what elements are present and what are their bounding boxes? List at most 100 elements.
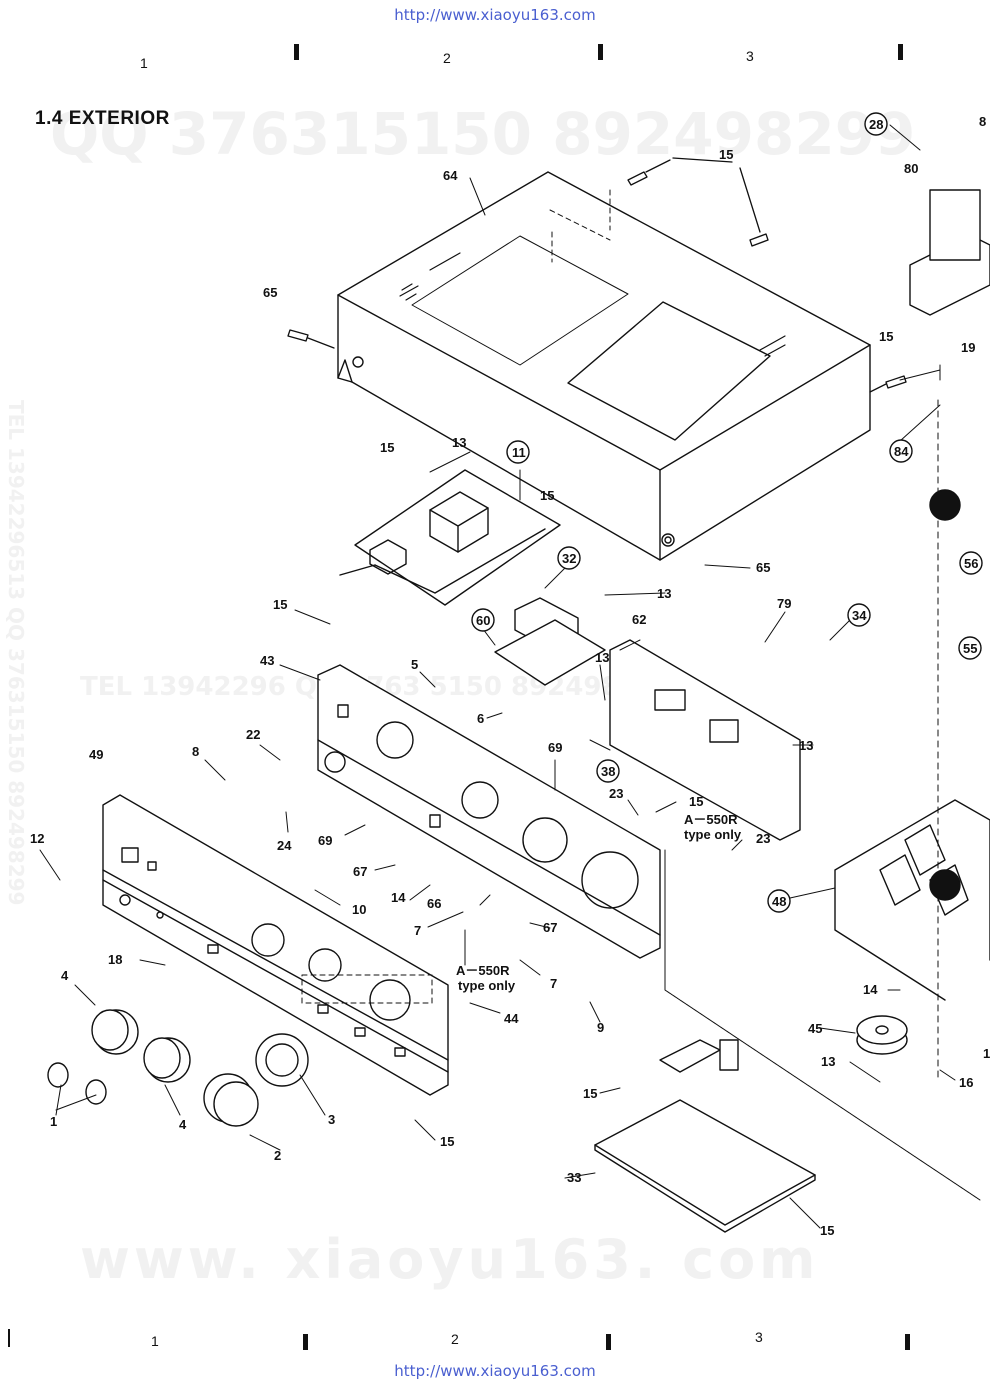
label-15: 15 [540,488,554,503]
zone-marker [905,1334,910,1350]
screw-15-top [287,157,907,393]
label-79: 79 [777,596,791,611]
label-13: 13 [657,586,671,601]
source-url-bottom: http://www.xiaoyu163.com [394,1362,596,1380]
circled-markers [471,112,983,913]
label-7: 7 [414,923,421,938]
marker-34 [847,603,871,627]
label-1: 1 [50,1114,57,1129]
label-24: 24 [277,838,292,853]
marker-28 [864,112,888,136]
source-url-top: http://www.xiaoyu163.com [394,6,596,24]
leader-lines [39,124,981,1229]
label-19: 19 [961,340,975,355]
zone-label-bottom-2: 2 [451,1331,459,1347]
zone-label-top-1: 1 [140,55,148,71]
label-67: 67 [353,864,367,879]
label-10: 10 [352,902,366,917]
label-8: 8 [979,114,986,129]
label-64: 64 [443,168,458,183]
zone-marker [898,44,903,60]
page-edge-mark [8,1329,10,1347]
label-7: 7 [550,976,557,991]
label-13: 13 [595,650,609,665]
label-56: 56 [964,556,978,571]
label-6: 6 [477,711,484,726]
zone-marker [303,1334,308,1350]
label-55: 55 [963,641,977,656]
bottom-board-33 [594,1039,816,1233]
label-14: 14 [391,890,406,905]
label-15: 15 [273,597,287,612]
label-1: 1 [983,1046,990,1061]
zone-label-bottom-3: 3 [755,1329,763,1345]
label-4: 4 [179,1117,187,1132]
power-board-11 [339,469,561,606]
marker-48 [767,889,791,913]
note-type-only: type only [684,827,742,842]
knob-4 [47,1009,309,1127]
label-5: 5 [411,657,418,672]
label-84: 84 [894,444,909,459]
label-33: 33 [567,1170,581,1185]
note-model-a550r: A－550R [684,812,738,827]
label-62: 62 [632,612,646,627]
zone-label-bottom-1: 1 [151,1333,159,1349]
label-45: 45 [808,1021,822,1036]
transformer-80 [909,189,990,316]
top-cover-64 [337,171,871,561]
marker-60 [471,608,495,632]
watermark-tel-vertical: TEL 13942296513 QQ 376315150 892498299 [4,400,28,906]
label-80: 80 [904,161,918,176]
label-28: 28 [869,117,883,132]
label-48: 48 [772,894,786,909]
zone-marker [598,44,603,60]
label-13: 13 [799,738,813,753]
label-2: 2 [274,1148,281,1163]
watermark-site: www. xiaoyu163. com [80,1228,820,1291]
marker-55 [958,636,982,660]
label-49: 49 [89,747,103,762]
label-34: 34 [852,608,867,623]
label-15: 15 [719,147,733,162]
label-13: 13 [821,1054,835,1069]
label-15: 15 [879,329,893,344]
zone-label-top-3: 3 [746,48,754,64]
label-14: 14 [863,982,878,997]
label-22: 22 [246,727,260,742]
label-15: 15 [440,1134,454,1149]
label-67: 67 [543,920,557,935]
label-44: 44 [504,1011,519,1026]
label-15: 15 [380,440,394,455]
label-65: 65 [263,285,277,300]
label-65: 65 [756,560,770,575]
label-12: 12 [30,831,44,846]
note-model-a550r: A－550R [456,963,510,978]
zone-marker [294,44,299,60]
foot-45 [856,1015,908,1055]
label-3: 3 [328,1112,335,1127]
label-15: 15 [583,1086,597,1101]
note-type-only: type only [458,978,516,993]
label-43: 43 [260,653,274,668]
label-16: 16 [959,1075,973,1090]
label-15: 15 [820,1223,834,1238]
front-chassis-43 [317,664,661,959]
label-13: 13 [452,435,466,450]
label-66: 66 [427,896,441,911]
section-title: 1.4 EXTERIOR [35,108,170,129]
marker-84 [889,439,913,463]
marker-32 [557,546,581,570]
label-23: 23 [609,786,623,801]
label-11: 11 [512,445,526,460]
label-4: 4 [61,968,69,983]
label-8: 8 [192,744,199,759]
label-18: 18 [108,952,122,967]
front-panel-49 [102,794,449,1096]
label-69: 69 [318,833,332,848]
marker-11 [506,440,530,464]
label-38: 38 [601,764,615,779]
label-23: 23 [756,831,770,846]
label-9: 9 [597,1020,604,1035]
